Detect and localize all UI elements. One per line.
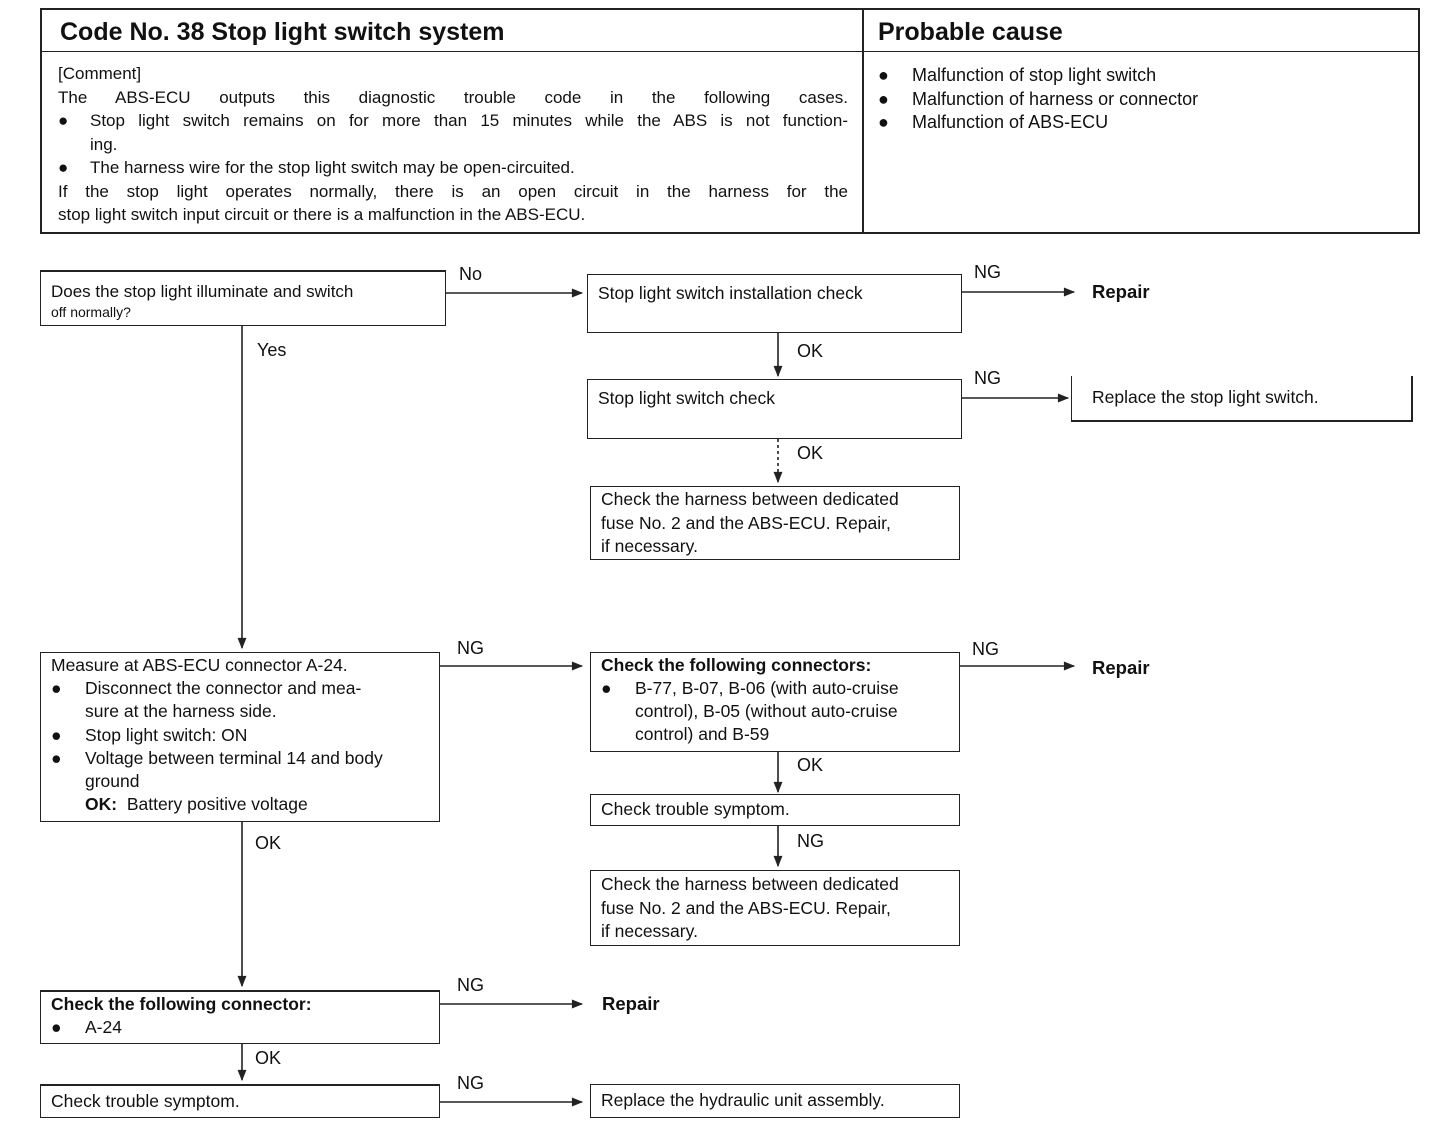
page-title: Code No. 38 Stop light switch system	[60, 18, 505, 46]
question-stop-light-normal: Does the stop light illuminate and switc…	[40, 270, 446, 326]
branch-label-yes: Yes	[257, 340, 287, 360]
comment-bullet-1-cont: ing.	[90, 134, 118, 154]
branch-label-ok: OK	[797, 341, 824, 361]
bullet-icon: ●	[58, 158, 69, 177]
bullet-icon: ●	[878, 65, 889, 85]
header-table: Code No. 38 Stop light switch system Pro…	[40, 8, 1420, 234]
bullet-icon: ●	[878, 88, 889, 109]
bullet-icon: ●	[878, 112, 889, 132]
branch-label-ng: NG	[972, 639, 999, 659]
bullet-icon: ●	[601, 678, 612, 698]
bullet-icon: ●	[51, 747, 62, 768]
comment-bullet-2: ● The harness wire for the stop light sw…	[58, 156, 848, 180]
branch-label-ng: NG	[974, 262, 1001, 282]
comment-intro: The ABS-ECU outputs this diagnostic trou…	[58, 87, 848, 107]
branch-label-ng: NG	[457, 638, 484, 658]
comment-bullet-1-text: Stop light switch remains on for more th…	[90, 111, 848, 130]
comment-text: [Comment] The ABS-ECU outputs this diagn…	[58, 62, 848, 227]
title-cell: Code No. 38 Stop light switch system	[42, 10, 864, 52]
comment-bullet-1: ● Stop light switch remains on for more …	[58, 109, 848, 156]
cause-item: ●Malfunction of ABS-ECU	[878, 111, 1198, 135]
bullet-icon: ●	[58, 111, 69, 130]
branch-label-ng: NG	[797, 831, 824, 851]
comment-bullet-2-text: The harness wire for the stop light swit…	[90, 158, 575, 177]
measure-connector-a24: Measure at ABS-ECU connector A-24. ●Disc…	[40, 652, 440, 822]
question-line-1: Does the stop light illuminate and switc…	[51, 282, 354, 301]
branch-label-ok: OK	[255, 833, 282, 853]
cause-item: ●Malfunction of stop light switch	[878, 64, 1198, 88]
branch-label-no: No	[459, 264, 483, 284]
harness-check-b: Check the harness between dedicated fuse…	[590, 870, 960, 946]
branch-label-ok: OK	[797, 755, 824, 775]
bullet-icon: ●	[51, 678, 62, 699]
comment-note-line-2: stop light switch input circuit or there…	[58, 205, 586, 224]
check-trouble-symptom-2: Check trouble symptom.	[40, 1084, 440, 1118]
branch-label-ok: OK	[797, 443, 824, 463]
repair-label: Repair	[1092, 281, 1150, 302]
check-following-connectors: Check the following connectors: ●B-77, B…	[590, 652, 960, 752]
repair-label: Repair	[602, 993, 660, 1014]
bullet-icon: ●	[51, 724, 62, 745]
branch-label-ok: OK	[255, 1048, 282, 1068]
stop-light-switch-check: Stop light switch check	[587, 379, 962, 439]
probable-cause-list: ●Malfunction of stop light switch ●Malfu…	[878, 64, 1198, 135]
comment-label: [Comment]	[58, 64, 142, 83]
branch-label-ng: NG	[974, 368, 1001, 388]
branch-label-ng: NG	[457, 975, 484, 995]
harness-check-a: Check the harness between dedicated fuse…	[590, 486, 960, 560]
branch-label-ng: NG	[457, 1073, 484, 1093]
probable-cause-title: Probable cause	[878, 18, 1063, 46]
stop-light-install-check: Stop light switch installation check	[587, 274, 962, 333]
check-connector-a24: Check the following connector: ●A-24	[40, 990, 440, 1044]
question-line-2: off normally?	[51, 304, 131, 320]
comment-cell: [Comment] The ABS-ECU outputs this diagn…	[42, 52, 864, 232]
replace-hydraulic-unit: Replace the hydraulic unit assembly.	[590, 1084, 960, 1118]
replace-stop-light-switch: Replace the stop light switch.	[1071, 376, 1413, 422]
check-trouble-symptom: Check trouble symptom.	[590, 794, 960, 826]
probable-cause-title-cell: Probable cause	[864, 10, 1418, 52]
cause-item: ●Malfunction of harness or connector	[878, 88, 1198, 112]
comment-note-line-1: If the stop light operates normally, the…	[58, 181, 848, 201]
repair-label: Repair	[1092, 657, 1150, 678]
bullet-icon: ●	[51, 1017, 62, 1037]
